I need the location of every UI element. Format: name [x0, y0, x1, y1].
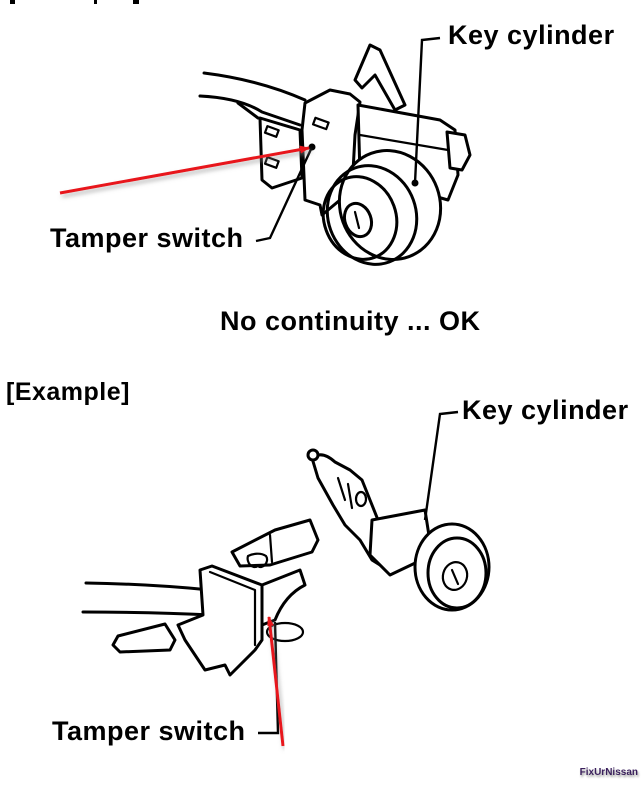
bottom-key-cylinder — [306, 448, 491, 612]
bottom-tamper-switch-label: Tamper switch — [52, 716, 246, 746]
bottom-tamper-switch-assembly — [81, 518, 320, 677]
example-section-label: [Example] — [6, 378, 130, 406]
top-tamper-switch-arrow — [59, 145, 310, 195]
top-key-cylinder-leader — [413, 36, 441, 184]
top-key-cylinder-label: Key cylinder — [448, 20, 615, 50]
bottom-key-cylinder-leader — [423, 410, 459, 521]
top-key-cylinder-assembly — [198, 43, 472, 266]
top-tamper-switch-label: Tamper switch — [50, 223, 244, 253]
cropped-header-fragment — [10, 0, 139, 4]
bottom-tamper-switch-leader — [258, 621, 280, 735]
top-tamper-switch-leader — [255, 146, 314, 243]
continuity-caption: No continuity ... OK — [220, 306, 481, 336]
bottom-key-cylinder-label: Key cylinder — [462, 395, 629, 425]
watermark: FixUrNissan — [579, 767, 638, 778]
bottom-tamper-switch-arrow — [265, 616, 285, 747]
